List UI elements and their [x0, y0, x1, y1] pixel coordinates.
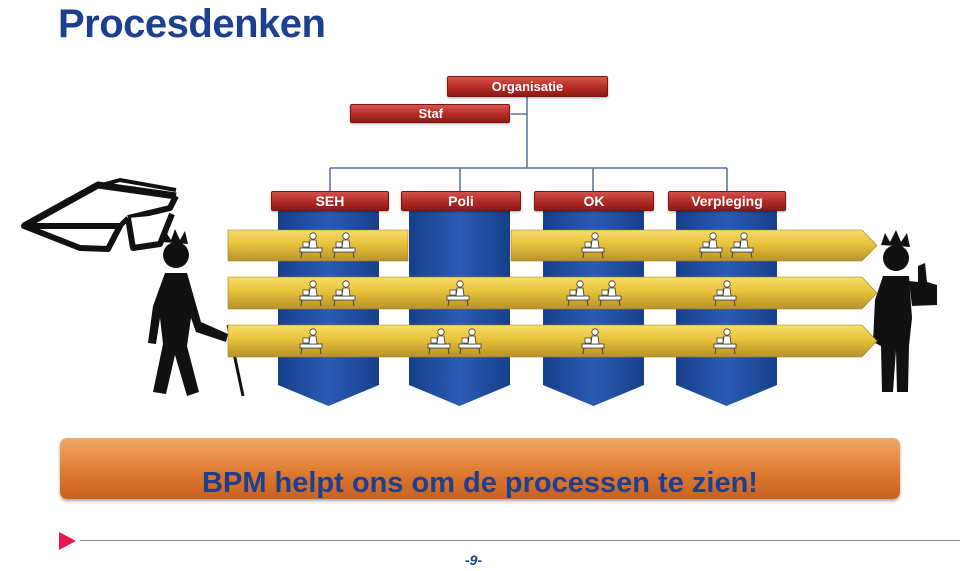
- bpm-banner: BPM helpt ons om de processen te zien!: [60, 438, 900, 499]
- dept-head-verpleging: Verpleging: [668, 191, 786, 211]
- dept-head-poli: Poli: [401, 191, 521, 211]
- dept-head-ok: OK: [534, 191, 654, 211]
- footer-divider: [80, 540, 960, 541]
- page-title: Procesdenken: [58, 2, 326, 46]
- org-box-staf: Staf: [350, 104, 510, 123]
- page-number: -9-: [465, 552, 483, 568]
- process-arrow-3: [227, 324, 878, 358]
- org-box-organisatie: Organisatie: [447, 76, 608, 97]
- process-arrow-2: [227, 276, 878, 310]
- dept-head-seh: SEH: [271, 191, 389, 211]
- org-box-staf-label: Staf: [418, 106, 443, 121]
- banner-text: BPM helpt ons om de processen te zien!: [202, 467, 758, 499]
- process-arrow-1: [227, 229, 878, 262]
